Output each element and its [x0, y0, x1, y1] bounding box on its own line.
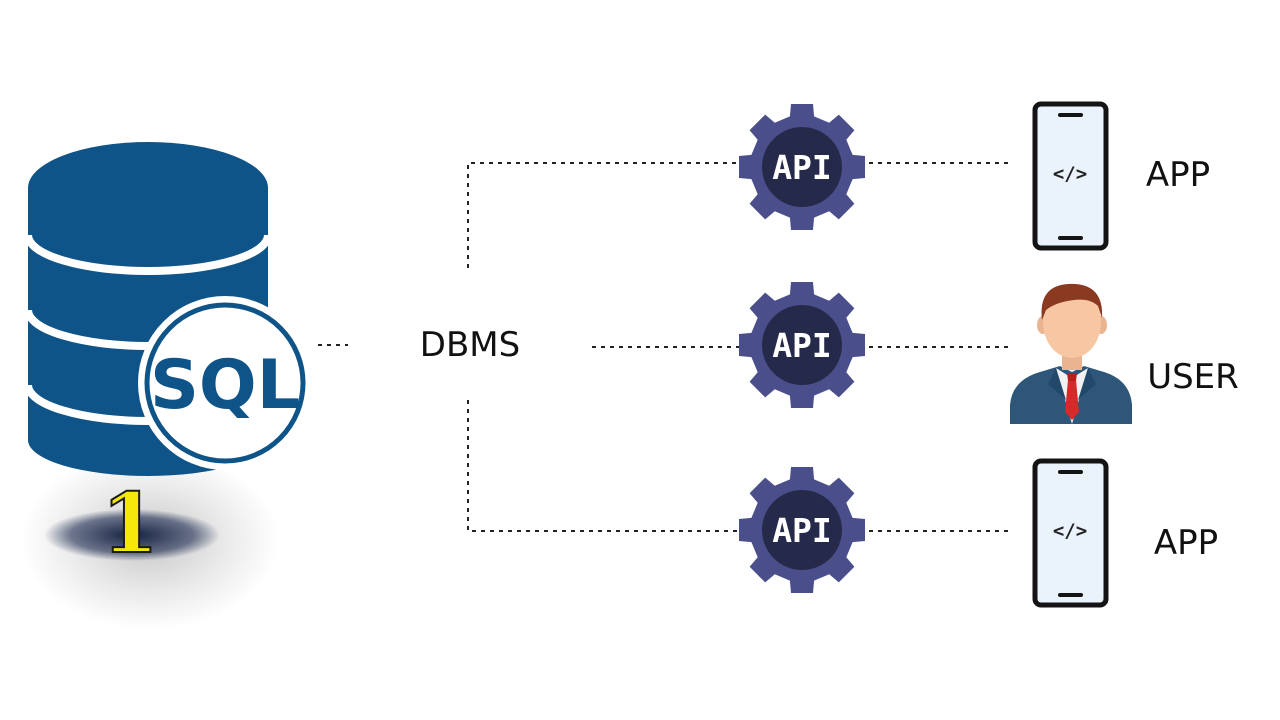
- episode-number-badge: 1: [44, 475, 220, 573]
- api-label-3: API: [772, 511, 832, 550]
- smartphone-icon: </>: [1032, 101, 1109, 251]
- dbms-label: DBMS: [420, 325, 520, 365]
- episode-number: 1: [101, 476, 158, 572]
- user-avatar-icon: [1010, 283, 1132, 424]
- code-glyph: </>: [1053, 163, 1087, 185]
- api-label-1: API: [772, 148, 832, 187]
- gear-hub: [762, 127, 842, 207]
- sql-badge: SQL: [138, 296, 312, 470]
- smartphone-icon: </>: [1032, 458, 1109, 608]
- sql-badge-text: SQL: [150, 346, 300, 425]
- client-label-user: USER: [1147, 357, 1239, 397]
- connector-dbms-api-1: [467, 162, 748, 268]
- api-gears: API API API: [739, 104, 865, 593]
- gear-hub: [762, 305, 842, 385]
- client-label-app-2: APP: [1154, 523, 1218, 563]
- connector-lines: [318, 162, 1012, 532]
- api-gear-1: API: [739, 104, 865, 230]
- gear-hub: [762, 490, 842, 570]
- code-glyph: </>: [1053, 520, 1087, 542]
- api-gear-2: API: [739, 282, 865, 408]
- api-gear-3: API: [739, 467, 865, 593]
- api-label-2: API: [772, 326, 832, 365]
- connector-dbms-api-3: [467, 400, 748, 532]
- client-label-app-1: APP: [1146, 155, 1210, 195]
